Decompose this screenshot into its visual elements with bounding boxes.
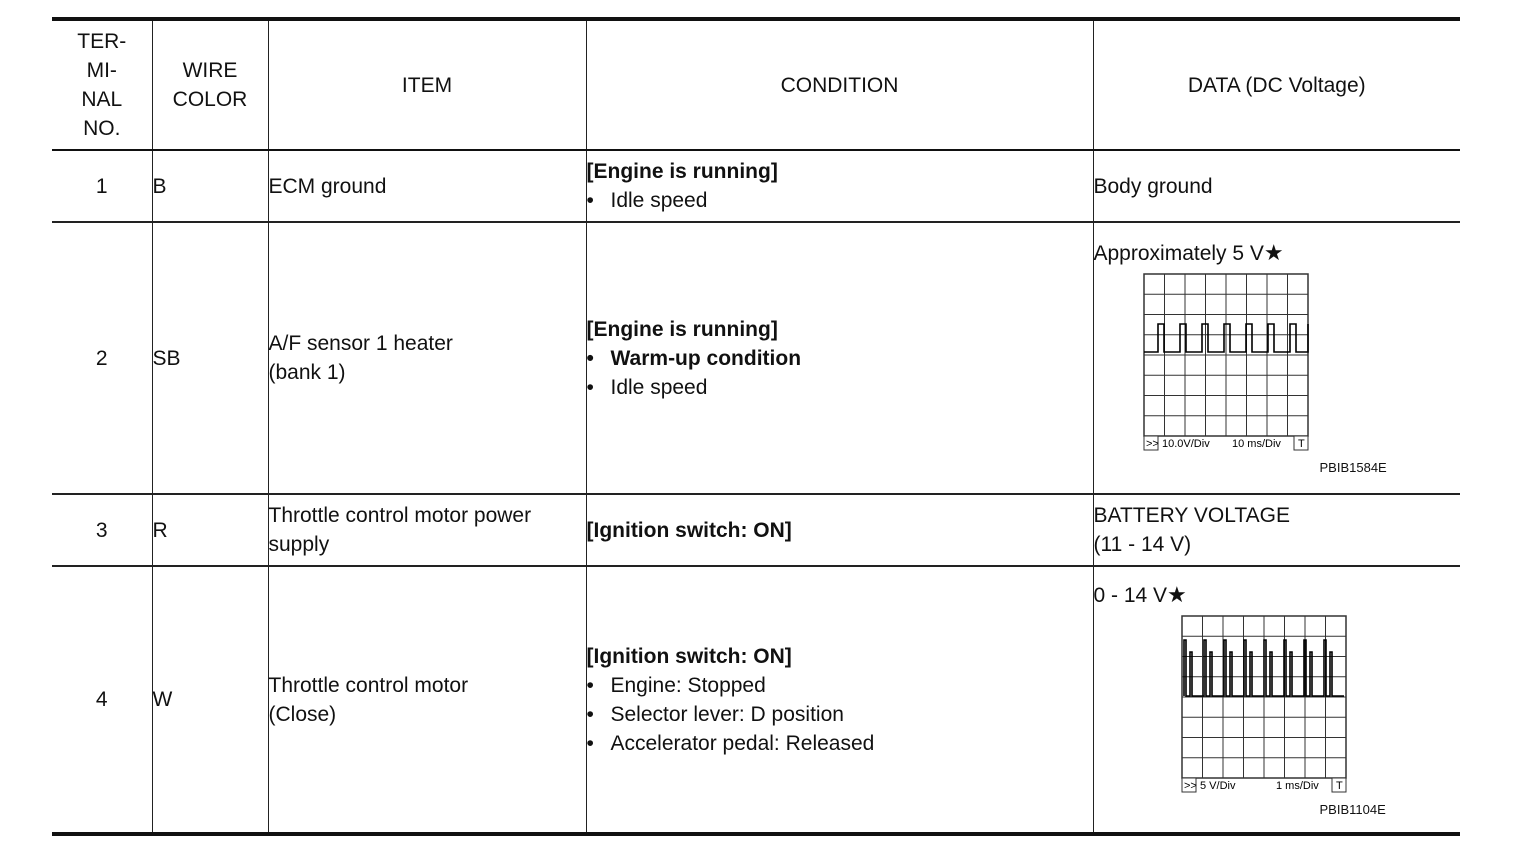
condition-bullet-text: Idle speed (610, 189, 708, 212)
condition-heading: [Engine is running] (586, 160, 778, 183)
header-condition: CONDITION (585, 19, 1094, 151)
condition-cell: [Ignition switch: ON] • Engine: Stopped … (585, 566, 1094, 834)
terminal-no: 1 (52, 150, 153, 223)
header-wire-line: COLOR (172, 88, 248, 111)
item-cell: A/F sensor 1 heater (bank 1) (267, 222, 587, 495)
table-row: 4 W Throttle control motor (Close) [Igni… (52, 566, 1460, 834)
bullet-symbol: • (586, 375, 594, 399)
scope-trigger-box (1331, 777, 1346, 792)
wire-color: B (151, 150, 269, 223)
condition-cell: [Engine is running] • Warm-up condition … (585, 222, 1094, 495)
scope-waveform (1182, 638, 1344, 697)
scope-arrow: >> (1146, 438, 1159, 450)
header-wire-line: WIRE (182, 59, 238, 82)
condition-bullet-text: Selector lever: D position (610, 702, 844, 726)
scope-volt-div: 5 V/Div (1200, 780, 1236, 792)
header-wire-color: WIRE COLOR (151, 19, 269, 151)
data-text: BATTERY VOLTAGE (1093, 504, 1290, 527)
terminal-no: 3 (52, 494, 153, 567)
figure-id: PBIB1584E (1319, 460, 1387, 475)
table-row: 3 R Throttle control motor power supply … (52, 494, 1460, 567)
condition-cell: [Engine is running] • Idle speed (585, 150, 1094, 223)
item-line: A/F sensor 1 heater (268, 332, 453, 355)
condition-bullet: • Accelerator pedal: Released (587, 729, 1093, 758)
item-line: ECM ground (268, 174, 387, 198)
header-terminal-line: MI- (86, 59, 117, 82)
data-cell: BATTERY VOLTAGE (11 - 14 V) (1092, 494, 1460, 567)
data-text-line: Approximately 5 V★ (1094, 238, 1461, 268)
scope-time-div: 10 ms/Div (1232, 438, 1281, 450)
scope-trigger: T (1336, 780, 1343, 792)
data-text: 0 - 14 V (1093, 583, 1168, 607)
terminal-no: 4 (52, 566, 153, 834)
condition-heading: [Ignition switch: ON] (586, 644, 792, 668)
item-line: (bank 1) (268, 361, 346, 384)
item-cell: Throttle control motor (Close) (267, 566, 587, 834)
header-terminal-line: NAL (81, 88, 123, 111)
terminal-spec-table: TER- MI- NAL NO. WIRE COLOR ITEM CONDITI… (52, 17, 1460, 836)
oscilloscope-trace-2: >> 5 V/Div 1 ms/Div T (1180, 614, 1347, 792)
figure-id: PBIB1104E (1319, 801, 1386, 817)
scope-volt-div: 10.0V/Div (1162, 438, 1210, 450)
data-text: Body ground (1093, 174, 1213, 198)
wire-color: R (151, 494, 269, 567)
item-line: supply (268, 533, 330, 556)
condition-bullet-text: Accelerator pedal: Released (610, 731, 875, 755)
bullet-symbol: • (586, 673, 594, 697)
scope-trigger: T (1298, 438, 1305, 450)
item-cell: Throttle control motor power supply (267, 494, 587, 567)
oscilloscope-figure: >> 10.0V/Div 10 ms/Div T PBIB1584E (1094, 268, 1461, 488)
oscilloscope-figure: >> 5 V/Div 1 ms/Div T PBIB1104E (1094, 610, 1461, 830)
scope-arrow: >> (1184, 780, 1197, 792)
condition-bullet-text: Warm-up condition (610, 346, 802, 370)
table-row: 1 B ECM ground [Engine is running] • Idl… (52, 150, 1460, 223)
condition-cell: [Ignition switch: ON] (585, 494, 1094, 567)
star-icon: ★ (1263, 240, 1284, 265)
bullet-symbol: • (586, 346, 594, 370)
scope-waveform (1143, 323, 1309, 353)
header-terminal-line: TER- (77, 30, 127, 53)
header-terminal-line: NO. (83, 117, 121, 140)
condition-bullet: • Engine: Stopped (587, 671, 1093, 700)
header-row: TER- MI- NAL NO. WIRE COLOR ITEM CONDITI… (52, 19, 1460, 151)
header-item: ITEM (267, 19, 587, 151)
terminal-no: 2 (52, 222, 153, 495)
condition-bullet-text: Engine: Stopped (610, 673, 766, 697)
condition-bullet: • Warm-up condition (587, 344, 1093, 373)
scope-grid (1142, 273, 1309, 437)
condition-bullet: • Idle speed (587, 186, 1093, 215)
scope-arrow-box (1143, 435, 1158, 451)
bullet-symbol: • (586, 189, 594, 212)
scope-grid (1180, 614, 1347, 779)
scope-time-div: 1 ms/Div (1276, 780, 1319, 792)
scope-trigger-box (1293, 435, 1308, 451)
data-cell: Approximately 5 V★ (1092, 222, 1461, 495)
header-terminal-no: TER- MI- NAL NO. (52, 19, 153, 151)
table-row: 2 SB A/F sensor 1 heater (bank 1) [Engin… (52, 222, 1461, 495)
item-line: (Close) (268, 702, 337, 726)
condition-bullet: • Idle speed (587, 373, 1093, 402)
scope-arrow-box (1181, 777, 1196, 792)
data-text: Approximately 5 V (1093, 242, 1264, 265)
data-cell: Body ground (1092, 150, 1460, 223)
item-line: Throttle control motor (268, 673, 469, 697)
oscilloscope-trace-1: >> 10.0V/Div 10 ms/Div T (1142, 273, 1309, 451)
data-text: (11 - 14 V) (1093, 533, 1192, 556)
wire-color: W (151, 566, 269, 834)
item-line: Throttle control motor power (268, 504, 532, 527)
data-text-line: 0 - 14 V★ (1094, 580, 1461, 610)
star-icon: ★ (1167, 581, 1187, 607)
condition-bullet-text: Idle speed (610, 375, 708, 399)
condition-bullet: • Selector lever: D position (587, 700, 1093, 729)
condition-heading: [Ignition switch: ON] (586, 518, 792, 542)
bullet-symbol: • (586, 702, 594, 726)
header-data: DATA (DC Voltage) (1092, 19, 1460, 151)
data-cell: 0 - 14 V★ (1092, 566, 1461, 834)
condition-heading: [Engine is running] (586, 317, 778, 341)
bullet-symbol: • (586, 731, 594, 755)
item-cell: ECM ground (267, 150, 587, 223)
wire-color: SB (151, 222, 269, 495)
